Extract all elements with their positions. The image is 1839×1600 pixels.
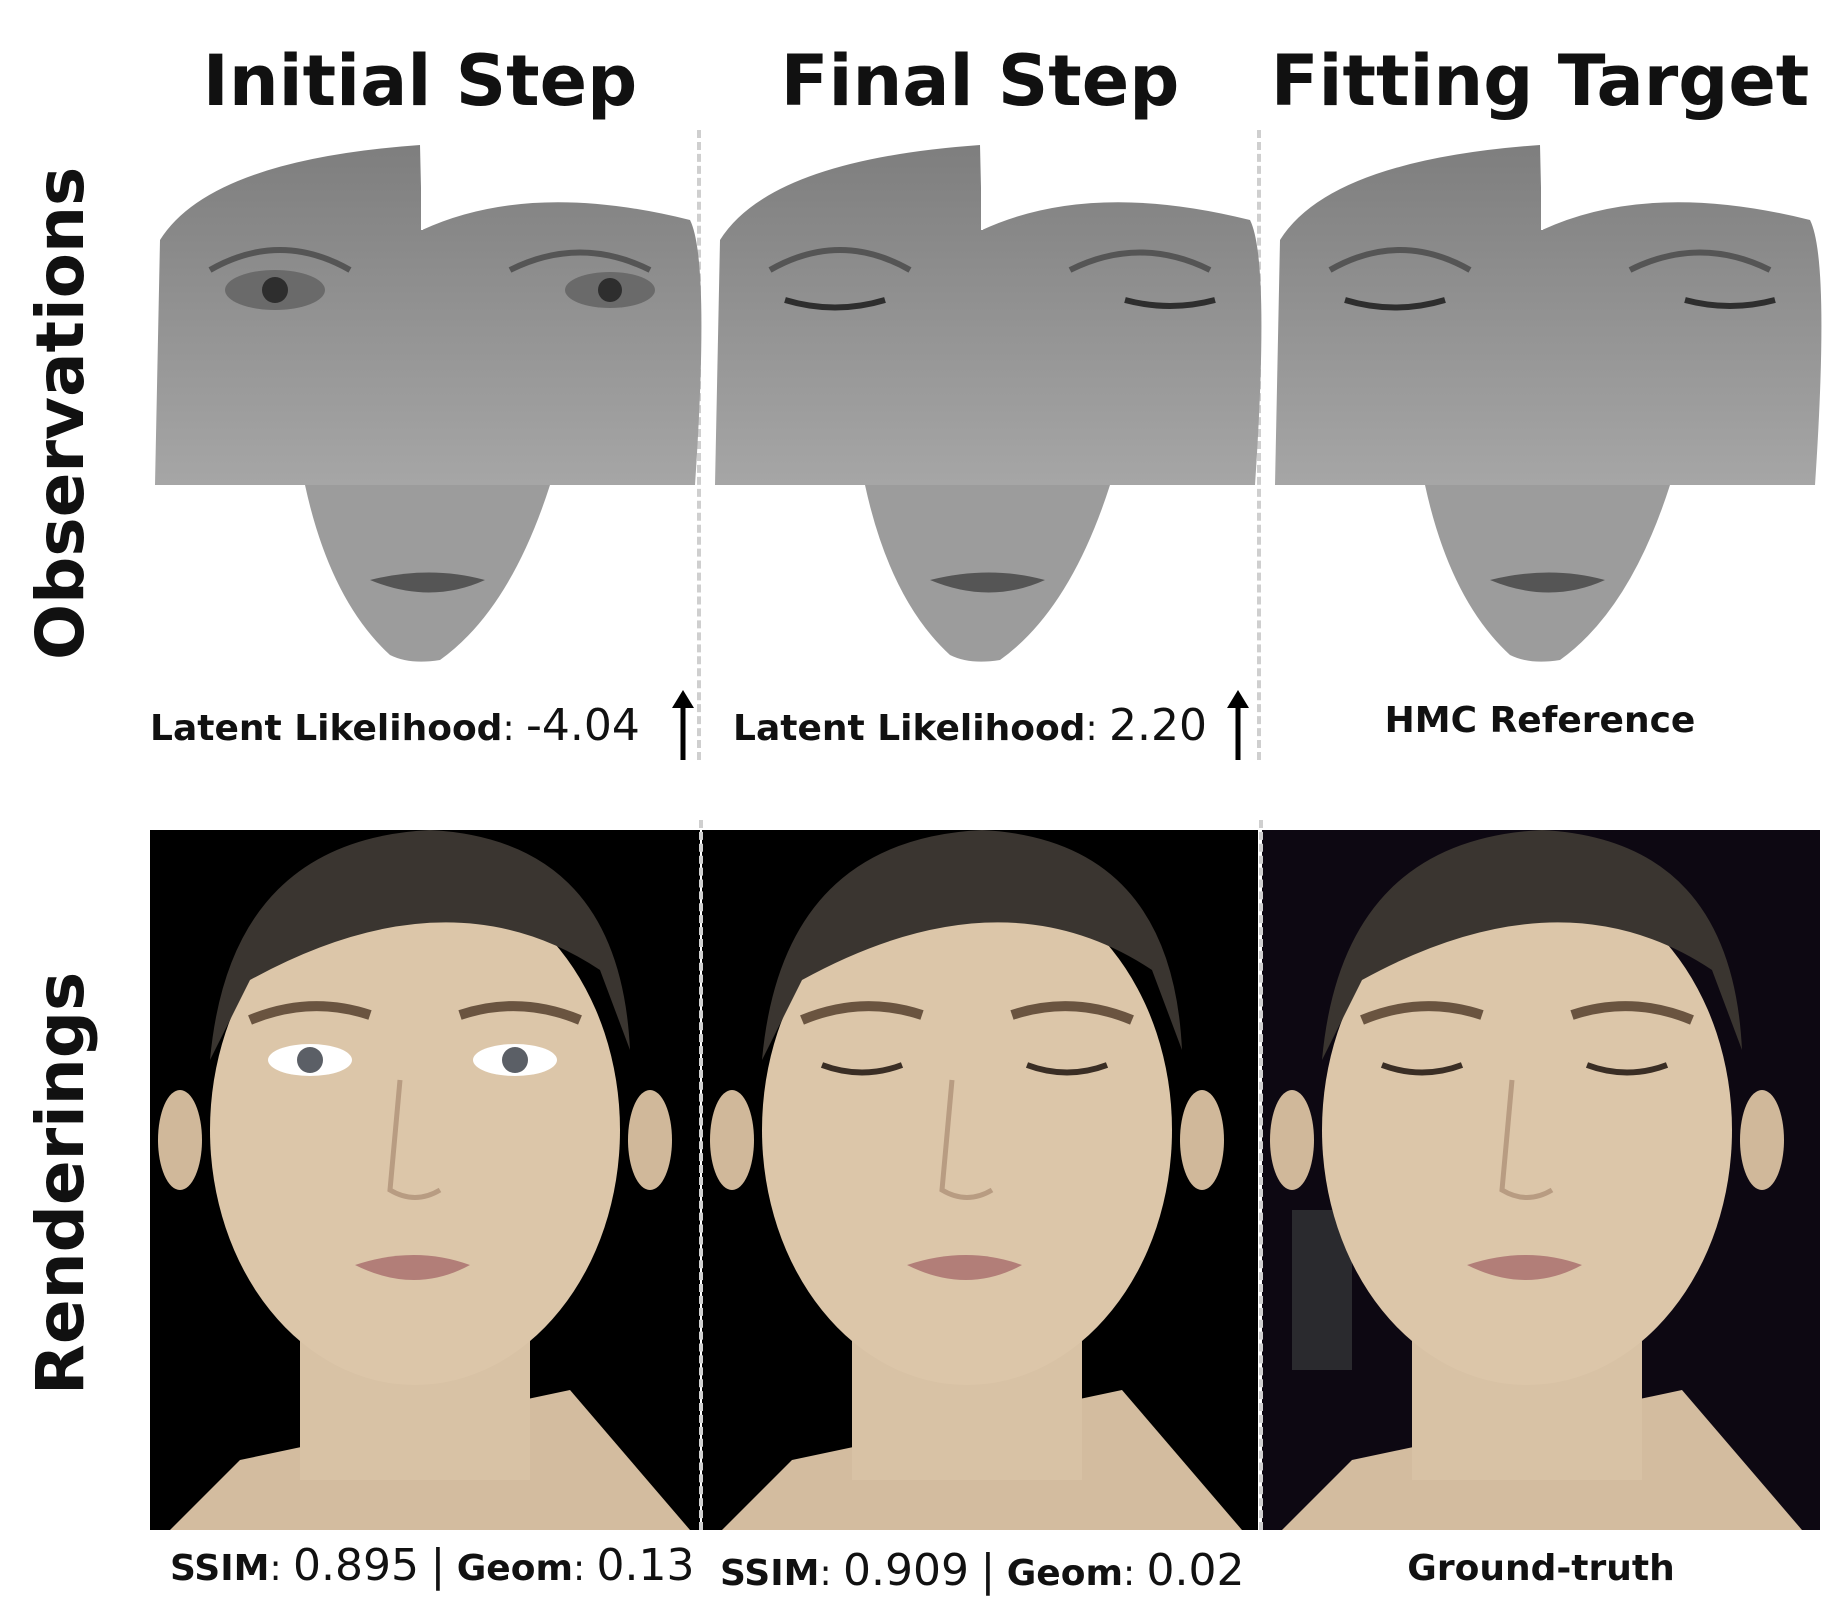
caption-sep: :	[502, 708, 515, 749]
caption-label: HMC Reference	[1384, 700, 1696, 741]
rendering-image-final	[702, 830, 1258, 1530]
metric-separator: |	[430, 1540, 446, 1591]
column-title-final-step: Final Step	[780, 40, 1180, 122]
caption-value: -4.04	[526, 700, 640, 751]
caption-metrics-final: SSIM: 0.909 | Geom: 0.02	[720, 1545, 1245, 1596]
caption-label: Ground-truth	[1407, 1548, 1675, 1589]
up-arrow-icon	[672, 690, 694, 760]
column-title-fitting-target: Fitting Target	[1270, 40, 1810, 122]
geom-label: Geom	[456, 1548, 573, 1589]
ssim-label: SSIM	[170, 1548, 270, 1589]
caption-label: Latent Likelihood	[150, 708, 503, 749]
divider-4	[1259, 820, 1263, 1530]
metric-separator: |	[980, 1545, 996, 1596]
caption-latent-likelihood-final: Latent Likelihood: 2.20	[733, 700, 1207, 751]
observation-image-final	[715, 145, 1262, 662]
column-title-initial-step: Initial Step	[202, 40, 638, 122]
observation-image-initial	[155, 145, 702, 662]
caption-sep: :	[1085, 708, 1098, 749]
row-title-observations: Observations	[22, 166, 99, 660]
row-title-renderings: Renderings	[22, 971, 99, 1395]
ssim-value: 0.909	[843, 1545, 970, 1596]
ssim-value: 0.895	[293, 1540, 420, 1591]
caption-hmc-reference: HMC Reference	[1260, 700, 1820, 741]
rendering-image-initial	[150, 830, 700, 1530]
caption-label: Latent Likelihood	[733, 708, 1086, 749]
geom-value: 0.02	[1146, 1545, 1245, 1596]
divider-3	[699, 820, 703, 1530]
caption-value: 2.20	[1109, 700, 1208, 751]
divider-2	[1257, 130, 1261, 760]
caption-ground-truth: Ground-truth	[1262, 1548, 1820, 1589]
rendering-image-target	[1262, 830, 1820, 1530]
observation-image-target	[1275, 145, 1822, 662]
geom-value: 0.13	[596, 1540, 695, 1591]
caption-latent-likelihood-initial: Latent Likelihood: -4.04	[150, 700, 640, 751]
divider-1	[697, 130, 701, 760]
geom-label: Geom	[1006, 1553, 1123, 1594]
caption-metrics-initial: SSIM: 0.895 | Geom: 0.13	[170, 1540, 695, 1591]
up-arrow-icon	[1227, 690, 1249, 760]
ssim-label: SSIM	[720, 1553, 820, 1594]
